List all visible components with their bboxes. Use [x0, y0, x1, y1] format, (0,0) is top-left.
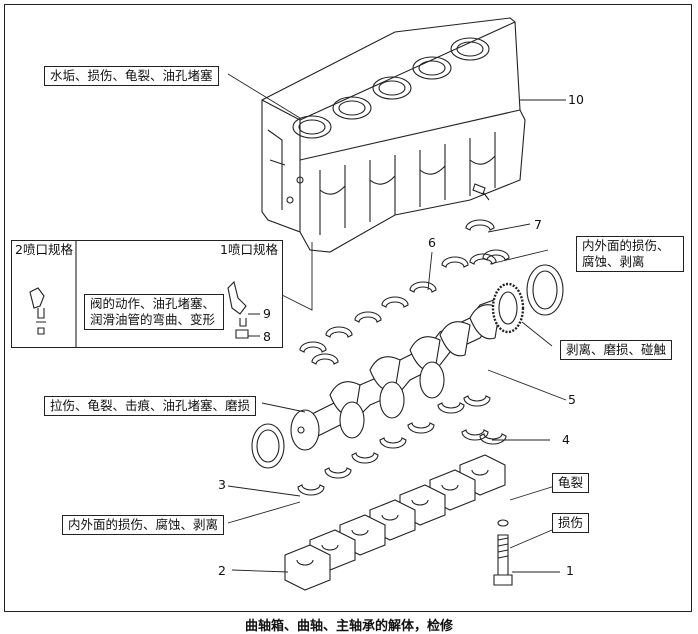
- callout-inner-outer-damage-bottom: 内外面的损伤、腐蚀、剥离: [62, 515, 225, 535]
- washer-icon: [497, 519, 509, 527]
- main-bearing-bolt: [493, 534, 513, 586]
- part-number-9: 9: [263, 306, 271, 321]
- part-number-4: 4: [562, 432, 570, 447]
- crankshaft: [290, 295, 516, 451]
- callout-valve-action-line1: 阀的动作、油孔堵塞、: [90, 296, 216, 311]
- part-number-3: 3: [218, 477, 226, 492]
- callout-inner-outer-damage-top: 内外面的损伤、腐蚀、剥离: [576, 236, 684, 272]
- figure-frame: [4, 4, 692, 612]
- front-oil-seal: [251, 423, 285, 469]
- callout-peel-wear: 剥离、磨损、碰触: [560, 340, 673, 360]
- cylinder-block: [261, 17, 526, 253]
- part-number-8: 8: [263, 329, 271, 344]
- lower-bearing-shells: [297, 395, 507, 496]
- part-number-10: 10: [568, 92, 584, 107]
- spec-box-art: [29, 240, 260, 348]
- spec-2-nozzle-title: 2喷口规格: [15, 242, 73, 257]
- crank-gear: [491, 282, 525, 334]
- part-number-5: 5: [568, 392, 576, 407]
- main-bearing-caps: [284, 454, 506, 591]
- upper-bearing-shells: [299, 219, 510, 365]
- callout-crank-damage: 拉伤、龟裂、击痕、油孔堵塞、磨损: [44, 396, 257, 416]
- spec-1-nozzle-title: 1喷口规格: [220, 242, 278, 257]
- callout-valve-action-line2: 润滑油管的弯曲、变形: [90, 312, 216, 327]
- part-number-6: 6: [428, 235, 436, 250]
- callout-damage: 损伤: [552, 513, 590, 533]
- callout-inner-outer-damage-top-text: 内外面的损伤、腐蚀、剥离: [582, 238, 670, 269]
- callout-crack: 龟裂: [552, 473, 590, 493]
- nozzle-spec-box: [11, 240, 283, 348]
- part-number-2: 2: [218, 563, 226, 578]
- rear-oil-seal: [526, 264, 564, 316]
- figure-caption: 曲轴箱、曲轴、主轴承的解体，检修: [244, 619, 453, 634]
- block-bolt-icon: [472, 183, 490, 201]
- leader-lines: [227, 73, 567, 573]
- part-number-7: 7: [534, 217, 542, 232]
- callout-valve-action: 阀的动作、油孔堵塞、 润滑油管的弯曲、变形: [84, 294, 224, 330]
- callout-scale-water: 水垢、损伤、龟裂、油孔堵塞: [44, 66, 219, 86]
- part-number-1: 1: [566, 563, 574, 578]
